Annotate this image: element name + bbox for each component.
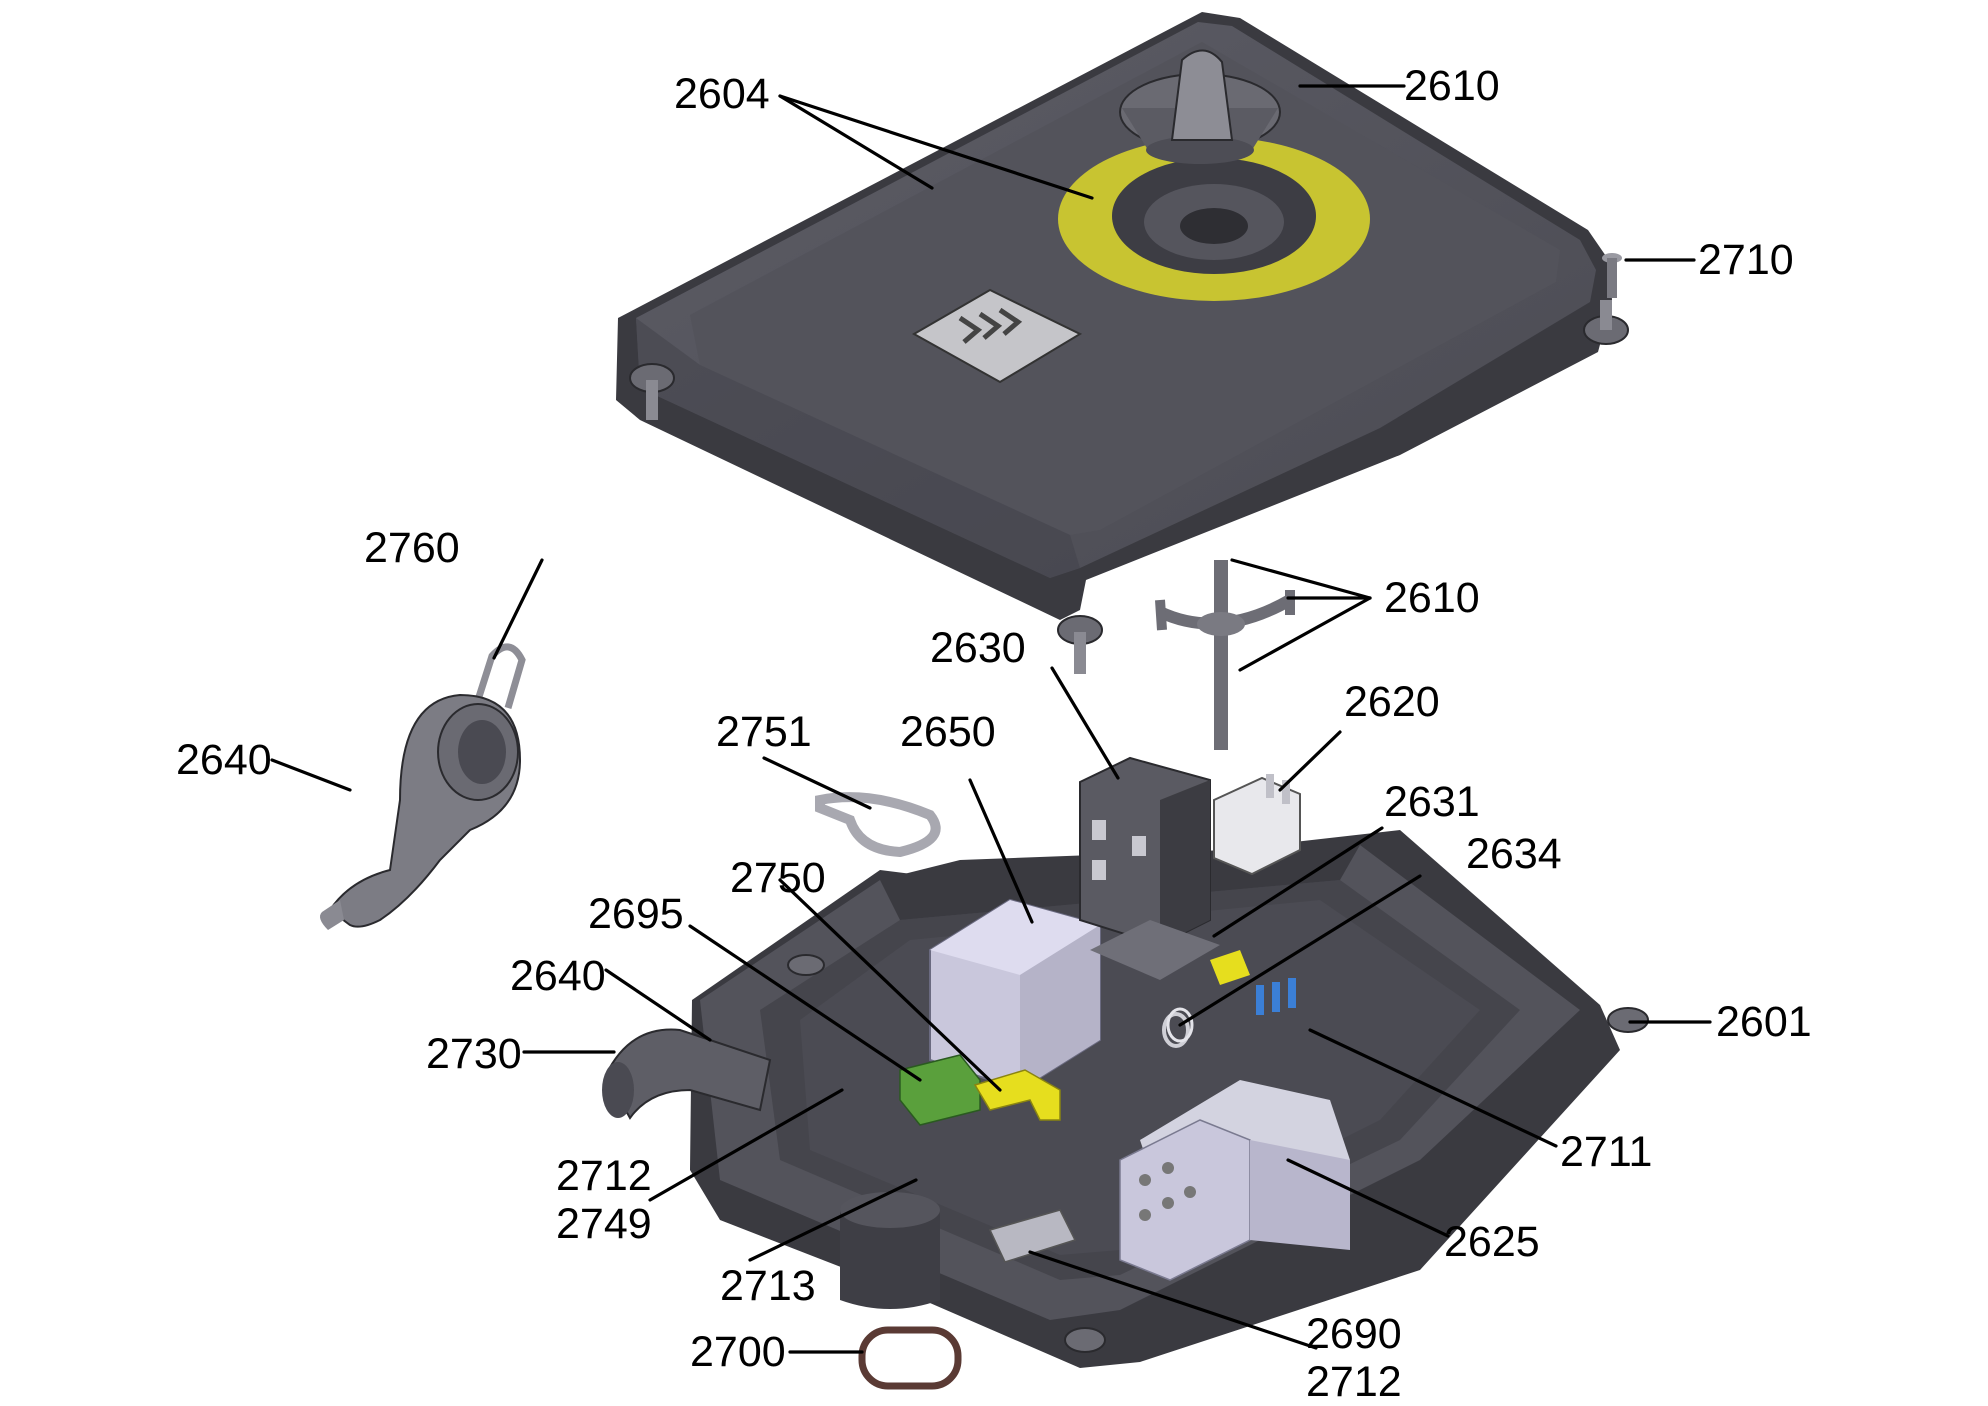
microswitch — [1213, 774, 1301, 876]
rotary-knob — [1119, 49, 1281, 164]
callout-2640-adapter: 2640 — [176, 736, 272, 784]
callout-2760: 2760 — [364, 524, 460, 572]
callout-2640-inner: 2640 — [510, 952, 606, 1000]
spring — [1162, 1007, 1194, 1048]
leader-lines — [270, 84, 1712, 1354]
callout-2650: 2650 — [900, 708, 996, 756]
terminal-strip — [988, 1209, 1077, 1263]
callout-2634: 2634 — [1466, 830, 1562, 878]
cable-entry — [602, 1028, 772, 1120]
blue-contacts — [1256, 978, 1296, 1015]
contactor — [1119, 1080, 1350, 1281]
callout-2730: 2730 — [426, 1030, 522, 1078]
seal-ring — [858, 1326, 962, 1390]
terminal-block-green — [899, 1054, 981, 1126]
insulator-plate — [1090, 920, 1250, 985]
callout-2751: 2751 — [716, 708, 812, 756]
cable-tie — [815, 792, 941, 858]
callout-2610-knob: 2610 — [1404, 62, 1500, 110]
callout-2713: 2713 — [720, 1262, 816, 1310]
callout-2711: 2711 — [1560, 1128, 1652, 1176]
callout-labels: 2604 2610 2710 2760 2610 2640 2630 2620 … — [176, 62, 1812, 1406]
callout-2620: 2620 — [1344, 678, 1440, 726]
callout-2610-shaft: 2610 — [1384, 574, 1480, 622]
callout-2601: 2601 — [1716, 998, 1812, 1046]
screw-top-right — [1602, 253, 1622, 298]
yellow-clip — [973, 1069, 1061, 1121]
callout-2630: 2630 — [930, 624, 1026, 672]
callout-2712-bottom: 2712 — [1306, 1358, 1402, 1406]
callout-2710: 2710 — [1698, 236, 1794, 284]
callout-2700: 2700 — [690, 1328, 786, 1376]
callout-2695: 2695 — [588, 890, 684, 938]
callout-2749: 2749 — [556, 1200, 652, 1248]
housing-lid — [616, 12, 1629, 674]
transformer — [929, 898, 1101, 1092]
callout-2604: 2604 — [674, 70, 770, 118]
callout-2712-left: 2712 — [556, 1152, 652, 1200]
relay-block — [1079, 756, 1211, 947]
callout-2690: 2690 — [1306, 1310, 1402, 1358]
callout-2625: 2625 — [1444, 1218, 1540, 1266]
switch-shaft — [1155, 560, 1295, 750]
hose-adapter — [320, 693, 522, 930]
callout-2750: 2750 — [730, 854, 826, 902]
callout-2631: 2631 — [1384, 778, 1480, 826]
strain-relief-u — [474, 643, 526, 709]
